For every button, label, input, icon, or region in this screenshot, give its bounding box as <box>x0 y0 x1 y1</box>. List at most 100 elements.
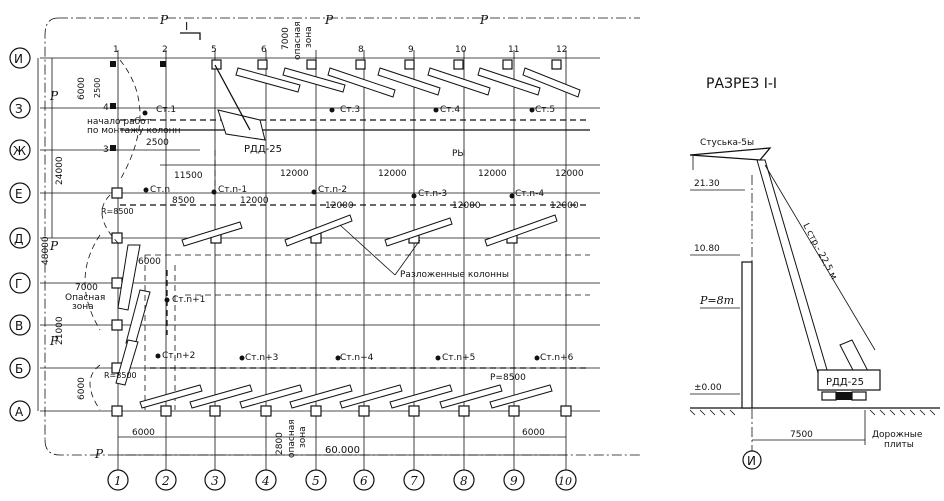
section-view: РАЗРЕЗ I-I И 21.30 10.80 ±0.00 P=8т РДД-… <box>689 76 940 470</box>
svg-text:3: 3 <box>103 145 109 155</box>
bottom-dims: 6000 6000 60.000 2800 опасная зона <box>118 419 566 458</box>
svg-text:6000: 6000 <box>77 377 87 400</box>
svg-text:±0.00: ±0.00 <box>694 383 722 393</box>
danger-zone-top-1: опасная <box>293 21 303 60</box>
svg-text:зона: зона <box>298 426 308 448</box>
axis-num-3: 3 <box>211 474 219 488</box>
svg-text:12: 12 <box>556 45 567 55</box>
svg-text:10: 10 <box>455 45 467 55</box>
dim-12000-b: 12000 <box>378 169 407 179</box>
dim-2500: 2500 <box>146 138 169 148</box>
danger-zone-left-2: зона <box>72 302 94 312</box>
axis-num-6: 6 <box>360 474 368 488</box>
rdd-mark: РЫ <box>452 149 465 159</box>
crane-top-label: Стуська-5ы <box>700 138 754 148</box>
svg-text:9: 9 <box>408 45 414 55</box>
start-work-label: начало работ по монтажу колонн <box>87 117 181 136</box>
svg-text:опасная: опасная <box>287 419 297 458</box>
axis-num-10: 10 <box>558 475 572 488</box>
p-mark-top-1: P <box>159 13 169 27</box>
section-mark-label: I <box>185 20 188 33</box>
outer-contour <box>44 17 640 456</box>
row-a-columns <box>111 384 572 417</box>
dim-60000: 60.000 <box>325 445 360 456</box>
radius-label-mid: R=8500 <box>101 207 134 216</box>
station-n-4: Ст.n-4 <box>515 189 544 199</box>
svg-text:48000: 48000 <box>41 236 51 265</box>
station-n-plus-6: Ст.n+6 <box>540 353 574 363</box>
svg-text:2: 2 <box>162 45 168 55</box>
axis-num-8: 8 <box>460 474 468 488</box>
dim-12000-a: 12000 <box>280 169 309 179</box>
crane-label-section: РДД-25 <box>826 377 864 388</box>
station-n-plus-1: Ст.n+1 <box>172 295 205 305</box>
p-mark-top-2: P <box>324 13 334 27</box>
p-mark-left-2: P <box>49 239 59 253</box>
svg-text:2800: 2800 <box>275 432 285 455</box>
working-zone <box>144 254 590 410</box>
dim-12000-d: 12000 <box>555 169 584 179</box>
dim-11500: 11500 <box>174 171 203 181</box>
dim-7000-left: 7000 <box>75 283 98 293</box>
section-title: РАЗРЕЗ I-I <box>706 76 777 92</box>
station-n-1: Ст.n-1 <box>218 185 247 195</box>
axis-num-2: 2 <box>161 474 170 488</box>
section-mark-line <box>180 32 201 40</box>
crane-path-lower: Ст.n+1 Ст.n+2 Ст.n+3 Ст.n+4 Ст.n+5 Ст.n+… <box>150 270 590 383</box>
svg-text:8: 8 <box>358 45 364 55</box>
p-mark-left-3: P <box>49 334 59 348</box>
radius-arc-mid <box>101 194 121 246</box>
svg-text:10.80: 10.80 <box>694 244 720 254</box>
station-n: Ст.n <box>150 185 170 195</box>
svg-text:6000: 6000 <box>132 428 155 438</box>
axis-letter-D: Д <box>14 232 23 246</box>
axis-letter-Zh: Ж <box>13 144 26 158</box>
svg-text:4: 4 <box>103 103 109 113</box>
left-dims: 6000 6000 24000 48000 21000 2500 <box>37 58 102 411</box>
axis-num-5: 5 <box>312 474 320 488</box>
axis-num-7: 7 <box>410 474 418 488</box>
dim-6000-left: 6000 <box>138 257 161 267</box>
dim-7000-top: 7000 <box>281 27 291 50</box>
svg-text:2500: 2500 <box>93 78 102 98</box>
number-axis-bubbles: 1 2 3 4 5 6 7 8 9 10 <box>107 469 577 491</box>
crane-label-top: РДД-25 <box>244 144 282 155</box>
svg-text:5: 5 <box>211 45 217 55</box>
crane-top-sketch: РДД-25 <box>214 64 282 155</box>
p-mark-left-1: P <box>49 89 59 103</box>
axis-num-1: 1 <box>114 474 122 488</box>
svg-text:6: 6 <box>261 45 267 55</box>
axis-letter-I: И <box>14 52 23 66</box>
elevations: 21.30 10.80 ±0.00 P=8т <box>690 179 745 395</box>
station-n-plus-3: Ст.n+3 <box>245 353 278 363</box>
row-d-columns <box>111 187 558 247</box>
axis-num-4: 4 <box>261 474 270 488</box>
left-column-stack: 3 4 <box>103 103 151 386</box>
site-plan: P P P P P P P I И З Ж Е Д Г В <box>9 13 640 491</box>
svg-text:21000: 21000 <box>55 316 65 345</box>
station-1: Ст.1 <box>156 105 176 115</box>
svg-text:12000: 12000 <box>240 196 269 206</box>
svg-text:P=8т: P=8т <box>699 294 734 307</box>
p-mark-bottom-1: P <box>94 447 104 461</box>
axis-letter-E: Е <box>15 187 23 201</box>
dim-12000-c: 12000 <box>478 169 507 179</box>
boom-label: L стр.- 22,5 м <box>800 222 838 282</box>
station-3: Ст.3 <box>340 105 360 115</box>
station-n-plus-4: Ст.n+4 <box>340 353 374 363</box>
dim-7500: 7500 <box>790 430 813 440</box>
p-mark-top-3: P <box>479 13 489 27</box>
axis-letter-Z: З <box>15 102 23 116</box>
svg-text:6000: 6000 <box>522 428 545 438</box>
station-n-plus-2: Ст.n+2 <box>162 351 195 361</box>
danger-zone-left-1: Опасная <box>65 293 105 303</box>
station-n-2: Ст.n-2 <box>318 185 347 195</box>
station-n-3: Ст.n-3 <box>418 189 447 199</box>
danger-zone-top-2: зона <box>304 26 314 48</box>
axis-num-9: 9 <box>510 474 518 488</box>
road-plates-label: Дорожные плиты <box>872 430 925 450</box>
top-column-numbers: 1 2 5 6 8 9 10 11 12 <box>113 45 567 55</box>
crane-path-upper: Ст.1 Ст.3 Ст.4 Ст.5 <box>120 105 590 131</box>
laid-columns-top <box>235 67 581 98</box>
axis-letter-B: Б <box>15 362 23 376</box>
